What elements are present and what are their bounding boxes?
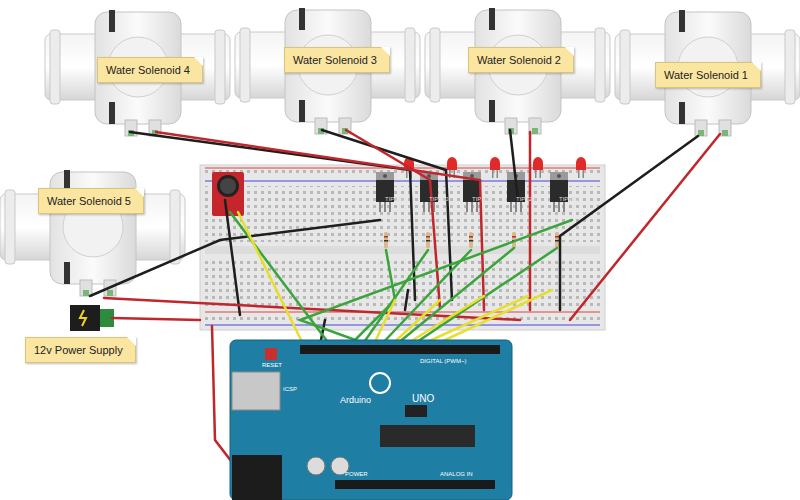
- part-number: TIP120: [559, 196, 578, 202]
- note-label: Water Solenoid 3: [284, 47, 390, 73]
- note-text: Water Solenoid 3: [293, 54, 377, 66]
- brand-logo: Arduino: [340, 396, 371, 405]
- note-label: 12v Power Supply: [25, 337, 136, 363]
- part-number: TIP120: [429, 196, 448, 202]
- note-text: Water Solenoid 2: [477, 54, 561, 66]
- note-text: Water Solenoid 5: [47, 195, 131, 207]
- board-label: ICSP: [283, 386, 297, 392]
- pin-header-label: DIGITAL (PWM~): [420, 358, 467, 364]
- note-label: Water Solenoid 4: [97, 57, 203, 83]
- pin-header-label: ANALOG IN: [440, 471, 473, 477]
- part-number: TIP120: [385, 196, 404, 202]
- part-number: TIP120: [472, 196, 491, 202]
- board-model: UNO: [412, 394, 434, 404]
- note-label: Water Solenoid 5: [38, 188, 144, 214]
- pin-header-label: POWER: [345, 471, 368, 477]
- note-text: 12v Power Supply: [34, 344, 123, 356]
- note-label: Water Solenoid 1: [655, 62, 761, 88]
- part-number: TIP120: [516, 196, 535, 202]
- note-text: Water Solenoid 4: [106, 64, 190, 76]
- note-label: Water Solenoid 2: [468, 47, 574, 73]
- note-text: Water Solenoid 1: [664, 69, 748, 81]
- board-label: RESET: [262, 362, 282, 368]
